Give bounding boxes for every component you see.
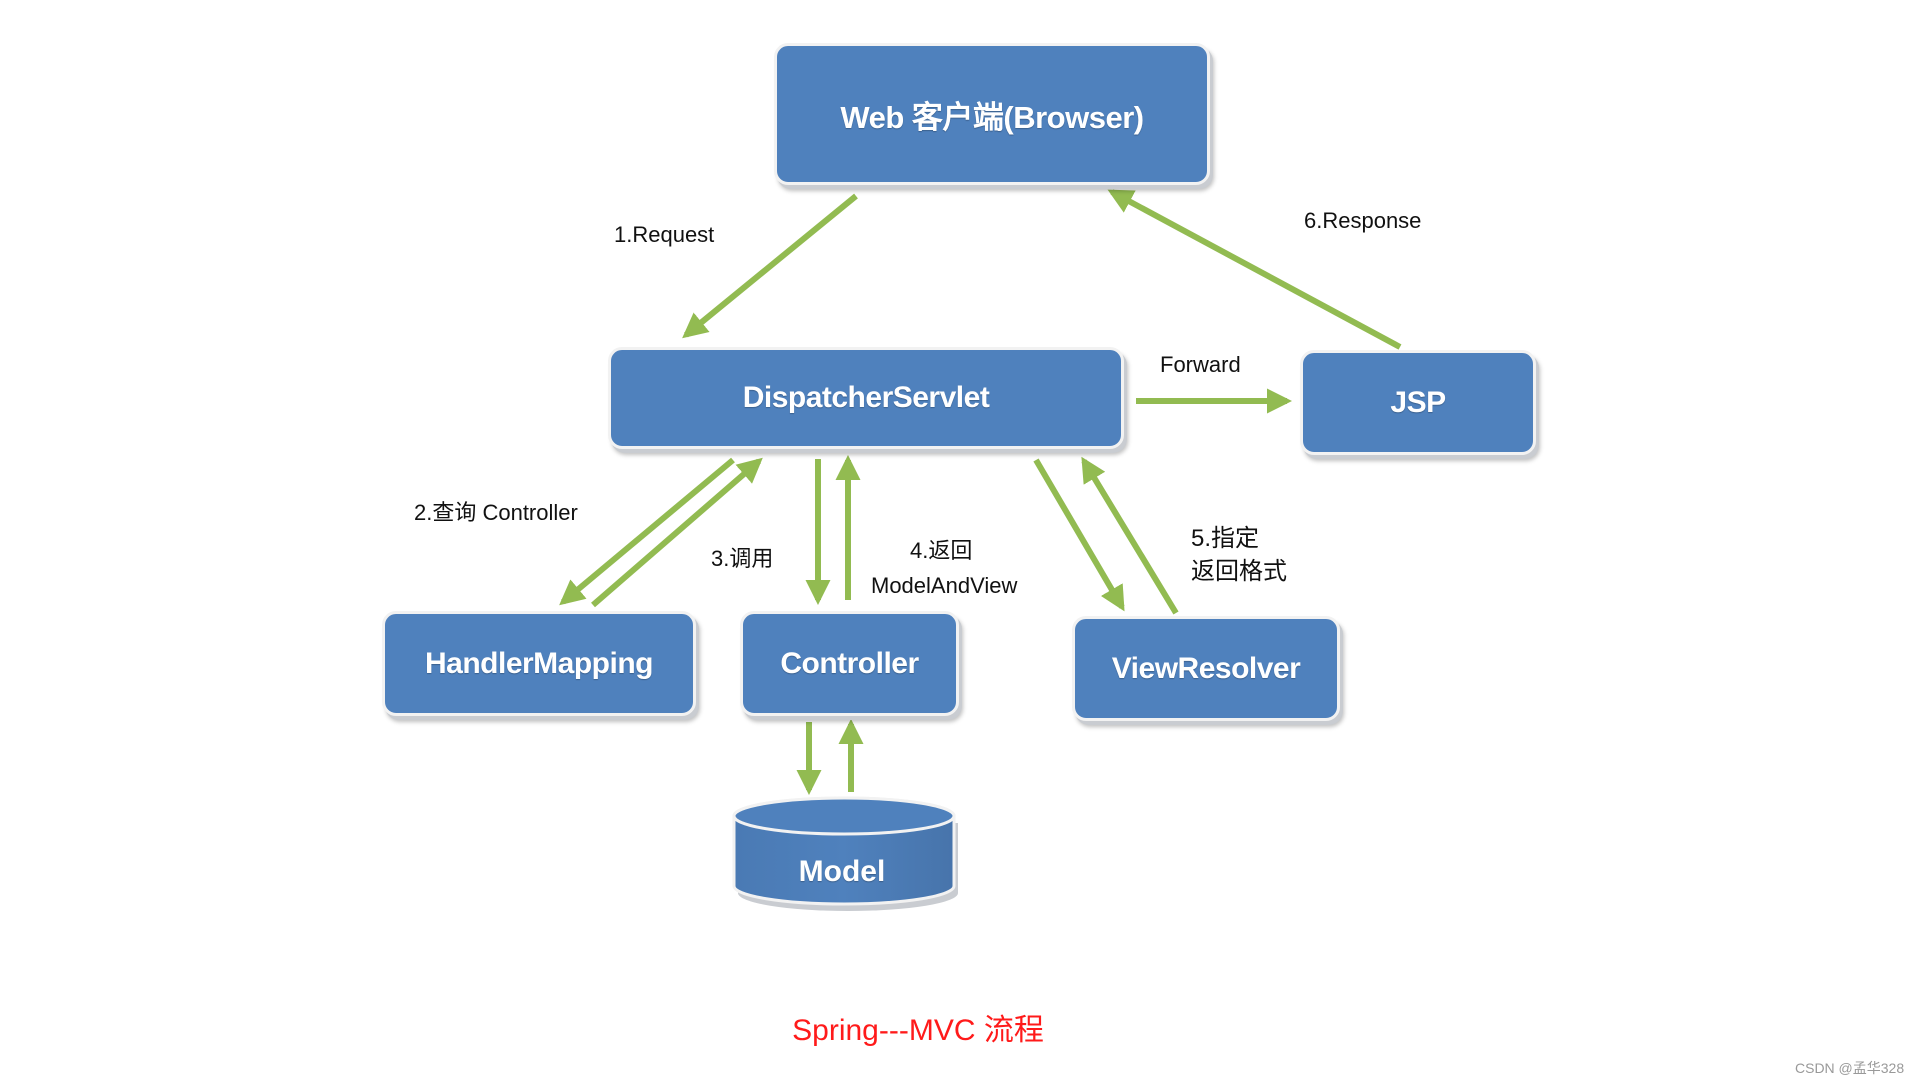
label-query-controller: 2.查询 Controller xyxy=(414,500,578,525)
dispatcher-servlet-label: DispatcherServlet xyxy=(742,381,990,414)
browser-node: Web 客户端(Browser) xyxy=(774,43,1210,185)
label-return-line1: 4.返回 xyxy=(910,538,973,563)
watermark: CSDN @孟华328 xyxy=(1795,1060,1905,1076)
label-forward: Forward xyxy=(1160,352,1241,377)
arrow-request xyxy=(682,193,858,339)
label-request: 1.Request xyxy=(614,222,715,247)
jsp-label: JSP xyxy=(1390,385,1446,419)
jsp-node: JSP xyxy=(1300,350,1536,455)
model-cylinder xyxy=(732,796,958,911)
label-return-line2: ModelAndView xyxy=(871,573,1018,598)
handler-mapping-node: HandlerMapping xyxy=(382,611,696,716)
label-invoke: 3.调用 xyxy=(711,546,774,571)
dispatcher-servlet-node: DispatcherServlet xyxy=(608,347,1124,449)
controller-node: Controller xyxy=(740,611,959,716)
handler-mapping-label: HandlerMapping xyxy=(424,646,654,680)
arrow-response xyxy=(1107,189,1402,350)
arrow-resolve-view xyxy=(1033,458,1125,612)
label-format-line2: 返回格式 xyxy=(1191,558,1287,585)
arrow-handler-return xyxy=(591,457,763,608)
view-resolver-label: ViewResolver xyxy=(1111,651,1301,685)
label-format-line1: 5.指定 xyxy=(1191,525,1260,552)
model-label: Model xyxy=(798,855,886,888)
arrow-view-return xyxy=(1081,456,1179,615)
view-resolver-node: ViewResolver xyxy=(1072,616,1340,721)
browser-node-label: Web 客户端(Browser) xyxy=(840,99,1144,135)
controller-label: Controller xyxy=(780,646,919,680)
arrow-query-handler xyxy=(559,457,735,606)
diagram-title: Spring---MVC 流程 xyxy=(792,1014,1044,1047)
label-response: 6.Response xyxy=(1304,208,1422,233)
